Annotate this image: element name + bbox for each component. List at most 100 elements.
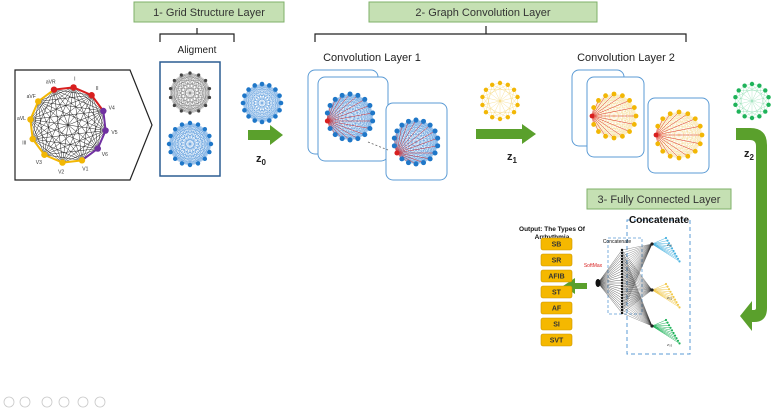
hub-edge — [327, 112, 373, 122]
graph-edge — [181, 122, 191, 164]
graph-edge — [170, 151, 191, 166]
fc-edge — [621, 273, 653, 291]
graph-edge — [170, 135, 176, 159]
fc-node — [620, 308, 624, 312]
graph-edge — [189, 124, 199, 166]
graph-edge — [181, 124, 191, 166]
fan-edge — [651, 289, 674, 298]
graph-edge — [170, 129, 176, 153]
graph-node — [591, 122, 597, 127]
graph-node — [327, 126, 333, 131]
class-label: SR — [552, 258, 562, 265]
graph-node — [676, 109, 682, 115]
hub-edge — [396, 119, 417, 154]
fan-edge — [651, 243, 674, 252]
graph-node — [332, 96, 338, 102]
graph-edge — [248, 89, 280, 111]
graph-edge — [335, 93, 351, 135]
graph-edge — [396, 130, 409, 163]
graph-node — [413, 117, 419, 123]
fan-edge — [651, 243, 680, 262]
graph-edge — [242, 102, 255, 121]
ecg-ring-edge — [102, 110, 107, 131]
graph-edge — [244, 83, 263, 96]
fc-node — [620, 290, 624, 294]
hub-edge — [396, 124, 431, 154]
graph-edge — [170, 72, 191, 89]
fan-node — [672, 331, 675, 335]
graph-edge — [204, 129, 210, 153]
graph-node — [168, 86, 173, 91]
graph-node — [511, 110, 517, 115]
fc-edge — [621, 243, 653, 278]
fc-edge — [621, 258, 653, 327]
fc-node — [620, 254, 624, 258]
fc-edge — [597, 255, 623, 284]
class-item: SVT — [540, 333, 573, 347]
fc-edge — [621, 300, 653, 327]
graph-edge — [248, 85, 270, 117]
fc-edge — [621, 243, 653, 314]
graph-edge — [408, 130, 436, 163]
graph-edge — [189, 72, 206, 106]
fan-edge — [651, 240, 668, 245]
graph-node — [172, 126, 178, 132]
fc-edge — [597, 267, 623, 284]
fan-node — [669, 244, 672, 247]
graph-edge — [401, 124, 436, 132]
graph-node — [370, 110, 376, 116]
fan-edge — [651, 325, 673, 331]
graph-node — [736, 88, 741, 93]
graph-edge — [254, 85, 282, 104]
graph-node — [195, 122, 201, 127]
fan-node — [678, 306, 681, 309]
more-icon[interactable] — [94, 396, 106, 408]
zoom-icon[interactable] — [77, 396, 89, 408]
graph-edge — [327, 112, 370, 129]
graph-edge — [687, 113, 703, 136]
graph-edge — [408, 121, 417, 165]
fan-edge — [651, 242, 670, 245]
prev-icon[interactable] — [3, 396, 15, 408]
fc-edge — [621, 270, 653, 327]
graph-edge — [394, 130, 436, 139]
graph-edge — [170, 122, 191, 137]
graph-edge — [408, 121, 436, 154]
graph-edge — [181, 158, 205, 164]
graph-edge — [189, 122, 210, 137]
ecg-lead-node — [29, 135, 36, 143]
graph-edge — [342, 95, 373, 114]
graph-edge — [248, 89, 270, 121]
graph-edge — [401, 158, 424, 163]
graph-edge — [327, 112, 343, 139]
ecg-edge — [32, 138, 98, 149]
pen-icon[interactable] — [41, 396, 53, 408]
graph-node — [324, 118, 330, 124]
graph-node — [355, 92, 361, 98]
ecg-edge — [32, 101, 39, 140]
fan-node — [666, 321, 669, 324]
graph-edge — [170, 88, 175, 106]
fc-node — [620, 251, 624, 255]
graph-edge — [657, 118, 663, 144]
fc-edge — [621, 243, 653, 290]
graph-node — [603, 133, 608, 139]
graph-edge — [335, 95, 343, 135]
graph-node — [347, 91, 353, 97]
graph-edge — [678, 111, 688, 157]
graph-node — [242, 93, 247, 99]
graph-node — [197, 73, 201, 77]
ecg-edge — [38, 101, 83, 161]
ecg-edge — [38, 87, 74, 102]
copy-icon[interactable] — [58, 396, 70, 408]
ecg-edge — [44, 110, 104, 155]
z-small-3: z₀₃ — [667, 342, 673, 347]
graph-node — [394, 128, 400, 134]
graph-edge — [349, 112, 373, 141]
next-icon[interactable] — [19, 396, 31, 408]
fc-edge — [621, 264, 653, 327]
graph-node — [240, 100, 246, 106]
ecg-edge — [38, 101, 63, 163]
graph-node — [483, 87, 489, 92]
graph-edge — [396, 130, 403, 159]
